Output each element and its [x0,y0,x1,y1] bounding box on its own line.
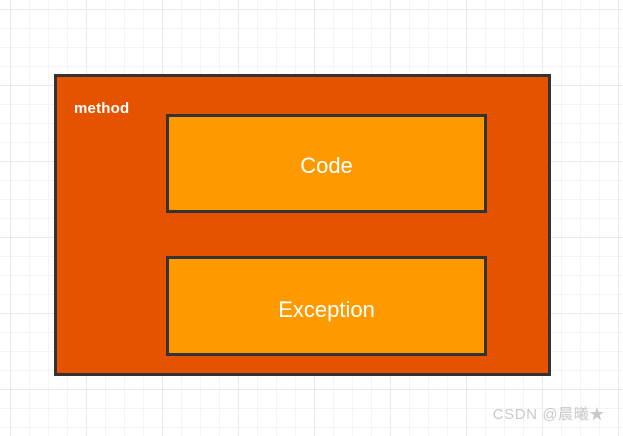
exception-block-label: Exception [278,297,375,322]
csdn-watermark: CSDN @晨曦★ [492,406,605,423]
method-block-label: method [74,100,130,117]
code-block[interactable]: Code [166,114,487,213]
code-block-label: Code [300,153,353,178]
exception-block[interactable]: Exception [166,256,487,356]
method-block[interactable]: method Code Exception [54,74,551,376]
